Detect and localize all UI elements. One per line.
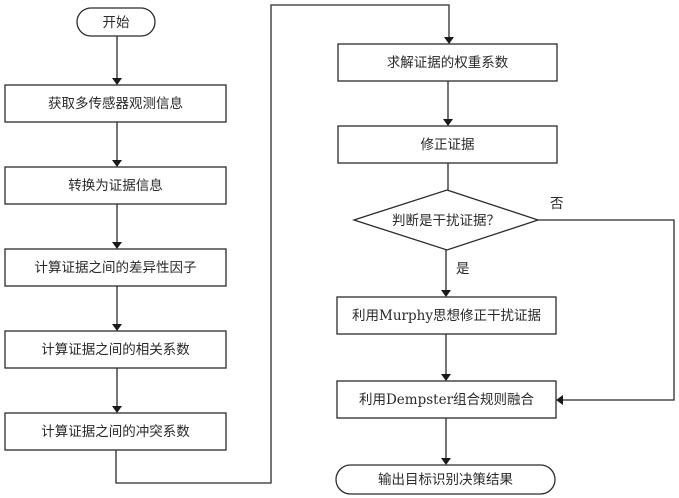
edge-label-no: 否 <box>550 196 564 212</box>
edge-n5-n6 <box>115 4 450 484</box>
node-convert-evidence-label: 转换为证据信息 <box>68 177 163 194</box>
node-correlation-coefficient: 计算证据之间的相关系数 <box>4 330 227 369</box>
arrow-head-icon <box>112 242 122 249</box>
node-weight-coefficient-label: 求解证据的权重系数 <box>387 54 509 71</box>
arrow-head-icon <box>441 458 451 465</box>
edge-label-yes: 是 <box>456 261 470 277</box>
node-convert-evidence: 转换为证据信息 <box>4 166 227 205</box>
node-end: 输出目标识别决策结果 <box>335 464 556 495</box>
arrow-head-icon <box>556 395 563 405</box>
edges <box>112 4 675 484</box>
node-start-label: 开始 <box>103 15 130 31</box>
node-murphy-modify: 利用Murphy思想修正干扰证据 <box>336 296 557 335</box>
node-dempster-fusion: 利用Dempster组合规则融合 <box>336 380 557 419</box>
node-difference-factor-label: 计算证据之间的差异性因子 <box>35 260 197 276</box>
node-start: 开始 <box>76 7 156 37</box>
arrow-head-icon <box>441 374 451 381</box>
node-weight-coefficient: 求解证据的权重系数 <box>337 43 558 82</box>
arrow-head-icon <box>112 78 122 85</box>
arrow-head-icon <box>112 406 122 413</box>
decision-interference-evidence: 判断是干扰证据？ <box>351 189 541 251</box>
node-end-label: 输出目标识别决策结果 <box>378 471 513 488</box>
arrow-head-icon <box>441 290 451 297</box>
node-dempster-fusion-label: 利用Dempster组合规则融合 <box>359 392 535 408</box>
arrow-head-icon <box>112 324 122 331</box>
arrow-head-icon <box>112 160 122 167</box>
arrow-head-icon <box>444 37 454 44</box>
node-acquire-observations-label: 获取多传感器观测信息 <box>48 95 183 112</box>
node-modify-evidence: 修正证据 <box>337 125 558 164</box>
node-difference-factor: 计算证据之间的差异性因子 <box>4 248 227 287</box>
node-conflict-coefficient-label: 计算证据之间的冲突系数 <box>41 424 190 440</box>
node-correlation-coefficient-label: 计算证据之间的相关系数 <box>41 342 190 358</box>
node-modify-evidence-label: 修正证据 <box>421 137 475 153</box>
node-conflict-coefficient: 计算证据之间的冲突系数 <box>4 412 227 451</box>
edge-d1-n9 <box>538 219 675 401</box>
arrow-head-icon <box>443 119 453 126</box>
decision-interference-evidence-label: 判断是干扰证据？ <box>392 213 500 229</box>
node-murphy-modify-label: 利用Murphy思想修正干扰证据 <box>352 308 541 324</box>
node-acquire-observations: 获取多传感器观测信息 <box>4 84 227 123</box>
